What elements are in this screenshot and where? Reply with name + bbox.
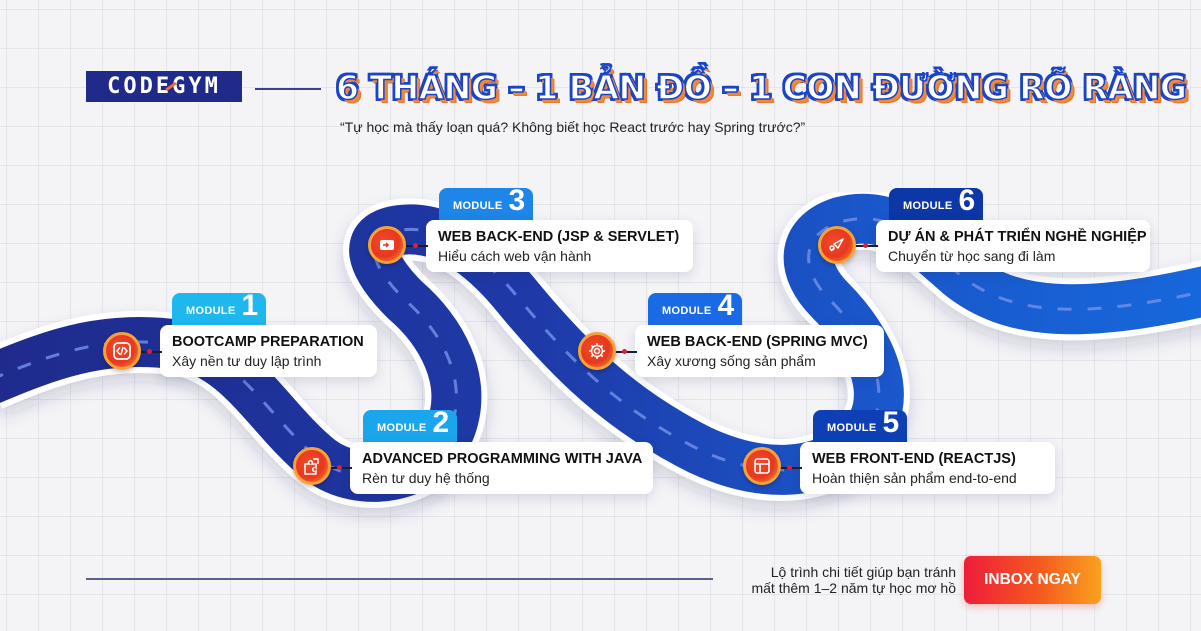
module-2-icon [293, 447, 331, 485]
module-label: MODULE [827, 422, 877, 434]
module-title: WEB FRONT-END (REACTJS) [812, 451, 1016, 467]
module-label: MODULE [186, 305, 236, 317]
page-subtitle: “Tự học mà thấy loạn quá? Không biết học… [340, 119, 806, 135]
module-description: Hiểu cách web vận hành [438, 248, 592, 264]
puzzle-icon [304, 458, 319, 475]
module-1-icon [103, 332, 141, 370]
module-4-icon [578, 332, 616, 370]
connector-dot [337, 465, 342, 470]
module-5-icon [743, 447, 781, 485]
module-number: 6 [958, 184, 976, 217]
module-6-icon [818, 226, 856, 264]
module-1-badge: MODULE 1 [172, 289, 267, 325]
module-2-badge: MODULE 2 [363, 406, 458, 442]
footer-tagline-line1: Lộ trình chi tiết giúp bạn tránh [770, 564, 956, 580]
logo-text: CODEGYM [107, 74, 221, 99]
inbox-now-button[interactable]: INBOX NGAY [964, 556, 1101, 604]
module-label: MODULE [662, 305, 712, 317]
module-description: Xây xương sống sản phẩm [647, 353, 816, 369]
module-description: Hoàn thiện sản phẩm end-to-end [812, 470, 1017, 486]
footer-tagline: Lộ trình chi tiết giúp bạn tránh mất thê… [720, 564, 956, 596]
module-title: ADVANCED PROGRAMMING WITH JAVA [362, 451, 643, 467]
module-number: 1 [241, 289, 259, 322]
module-title: WEB BACK-END (JSP & SERVLET) [438, 229, 680, 245]
rocket-icon [829, 238, 844, 252]
module-label: MODULE [377, 422, 427, 434]
module-title: WEB BACK-END (SPRING MVC) [647, 334, 868, 350]
module-description: Rèn tư duy hệ thống [362, 470, 490, 486]
module-description: Xây nền tư duy lập trình [172, 353, 322, 369]
connector-dot [622, 349, 627, 354]
module-6-badge: MODULE 6 [889, 184, 984, 220]
connector-dot [787, 465, 792, 470]
module-2-card[interactable]: ADVANCED PROGRAMMING WITH JAVA Rèn tư du… [350, 442, 653, 494]
module-label: MODULE [453, 200, 503, 212]
module-number: 3 [508, 184, 526, 217]
module-description: Chuyển từ học sang đi làm [888, 248, 1056, 264]
module-title: DỰ ÁN & PHÁT TRIỂN NGHỀ NGHIỆP [888, 229, 1147, 245]
module-number: 5 [882, 406, 900, 439]
module-3-card[interactable]: WEB BACK-END (JSP & SERVLET) Hiểu cách w… [426, 220, 693, 272]
module-1-card[interactable]: BOOTCAMP PREPARATION Xây nền tư duy lập … [160, 325, 377, 377]
module-number: 4 [717, 289, 735, 322]
module-label: MODULE [903, 200, 953, 212]
connector-dot [147, 349, 152, 354]
codegym-logo: CODEGYM [86, 71, 242, 102]
connector-dot [413, 243, 418, 248]
login-icon [380, 240, 394, 250]
footer-divider [86, 578, 713, 580]
gear-icon [589, 343, 605, 359]
module-5-card[interactable]: WEB FRONT-END (REACTJS) Hoàn thiện sản p… [800, 442, 1055, 494]
header-divider [255, 88, 321, 90]
footer-tagline-line2: mất thêm 1–2 năm tự học mơ hồ [751, 580, 956, 596]
code-icon [113, 342, 131, 360]
module-title: BOOTCAMP PREPARATION [172, 334, 364, 350]
layout-icon [754, 458, 770, 474]
module-3-icon [368, 226, 406, 264]
module-3-badge: MODULE 3 [439, 184, 534, 220]
module-5-badge: MODULE 5 [813, 406, 908, 442]
connector-dot [863, 243, 868, 248]
module-4-badge: MODULE 4 [648, 289, 743, 325]
module-number: 2 [432, 406, 450, 439]
module-4-card[interactable]: WEB BACK-END (SPRING MVC) Xây xương sống… [635, 325, 884, 377]
module-6-card[interactable]: DỰ ÁN & PHÁT TRIỂN NGHỀ NGHIỆP Chuyển từ… [876, 220, 1150, 272]
page-title: 6 THÁNG – 1 BẢN ĐỒ – 1 CON ĐƯỜNG RÕ RÀNG [335, 67, 1187, 108]
